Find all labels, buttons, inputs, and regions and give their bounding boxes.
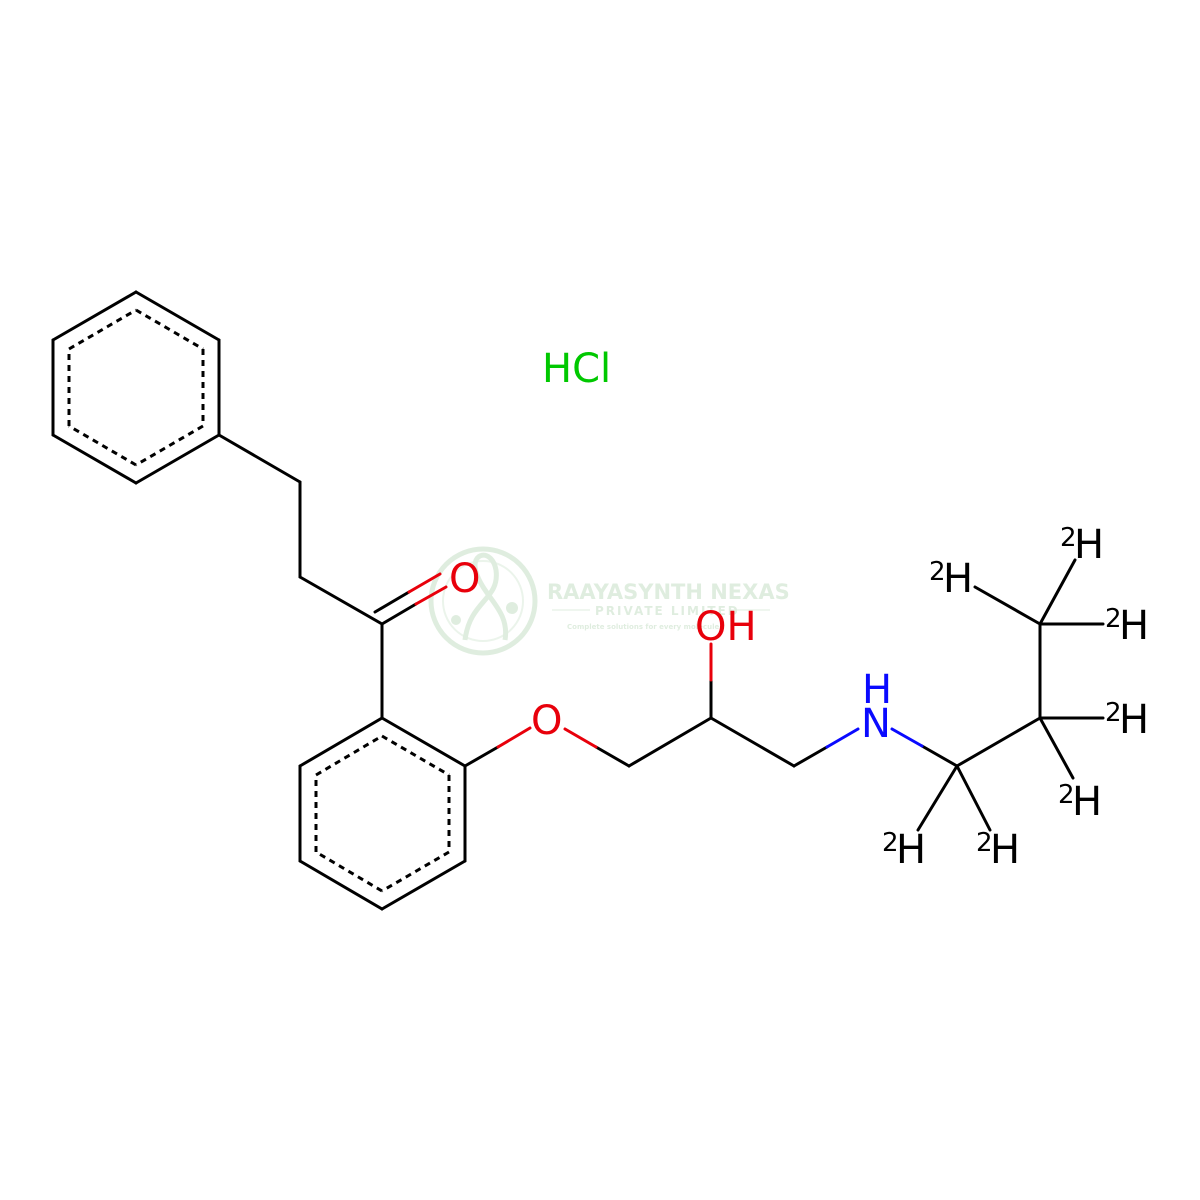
isotope-element: H (896, 827, 926, 873)
aromatic-bond (315, 850, 383, 893)
ether-oxygen-label: O (531, 698, 562, 744)
hydroxyl-label: OH (695, 604, 757, 650)
aromatic-bonds (67, 308, 451, 893)
isotope-element: H (990, 827, 1020, 873)
aromatic-bond (381, 850, 450, 893)
bond (955, 716, 1042, 768)
bond (709, 716, 796, 768)
colored-bonds (407, 572, 924, 749)
deuterium-label: 2 H (882, 827, 926, 873)
aromatic-bond (68, 308, 137, 351)
bond-nitrogen-half (890, 727, 924, 748)
watermark-dot-icon (506, 602, 518, 614)
watermark-subtitle: PRIVATE LIMITED (595, 604, 740, 618)
isotope-element: H (943, 556, 973, 602)
bond (1038, 558, 1077, 626)
bond (373, 590, 411, 614)
isotope-mass: 2 (1105, 698, 1122, 728)
bond (380, 859, 467, 911)
bond (594, 745, 631, 768)
isotope-mass: 2 (1105, 604, 1122, 634)
bond (217, 433, 302, 484)
bond (1038, 716, 1075, 780)
watermark-dot-icon (451, 615, 461, 625)
aromatic-bond (68, 424, 137, 467)
bond (134, 433, 221, 485)
deuterium-label: 2 H (976, 827, 1020, 873)
isotope-element: H (1119, 697, 1149, 743)
bond (380, 716, 467, 768)
bond (298, 575, 384, 626)
isotope-element: H (1119, 603, 1149, 649)
aromatic-bond (135, 308, 204, 351)
watermark-logo-inner (442, 560, 524, 642)
bond (51, 433, 138, 485)
bond (51, 290, 138, 342)
watermark-tagline: Complete solutions for every molecule (567, 623, 719, 631)
isotope-mass: 2 (929, 557, 946, 587)
isotope-mass: 2 (976, 828, 993, 858)
isotope-element: H (1074, 522, 1104, 568)
deuterium-label: 2 H (1105, 697, 1149, 743)
bond (920, 744, 959, 768)
watermark-company: RAAYASYNTH NEXAS (547, 580, 790, 604)
bond-nitrogen-half (825, 727, 860, 749)
bond (298, 859, 384, 911)
deuterium-label: 2 H (929, 556, 973, 602)
carbonyl-oxygen-label: O (449, 556, 480, 602)
bonds (51, 290, 1105, 911)
isotope-element: H (1072, 779, 1102, 825)
isotope-mass: 2 (1058, 780, 1075, 810)
watermark-logo-ring (428, 546, 538, 656)
bond-oxygen-half (407, 572, 442, 594)
aromatic-bond (381, 734, 450, 777)
bond-oxygen-half (563, 727, 598, 749)
deuterium-label: 2 H (1060, 522, 1104, 568)
watermark-helix-icon (462, 552, 509, 641)
bond (298, 716, 384, 768)
bond-oxygen-half (414, 585, 448, 606)
bond (916, 764, 959, 832)
bond (463, 745, 500, 768)
bond (627, 716, 713, 768)
deuterium-label: 2 H (1105, 603, 1149, 649)
atom-labels: HCl O O OH H N 2 H 2 H 2 H 2 H 2 H 2 H (449, 346, 1149, 873)
bond (973, 585, 1042, 626)
bond (792, 745, 829, 768)
isotope-mass: 2 (882, 828, 899, 858)
amine-nitrogen-label: N (861, 701, 891, 747)
aromatic-bond (135, 424, 204, 467)
bond-oxygen-half (496, 726, 532, 749)
bond (380, 602, 418, 626)
deuterium-label: 2 H (1058, 779, 1102, 825)
bond (134, 290, 221, 342)
bond (955, 764, 992, 832)
isotope-mass: 2 (1060, 523, 1077, 553)
watermark: RAAYASYNTH NEXAS PRIVATE LIMITED Complet… (428, 546, 790, 656)
amine-hydrogen-label: H (862, 667, 892, 713)
salt-label: HCl (542, 346, 611, 392)
aromatic-bond (315, 734, 383, 777)
